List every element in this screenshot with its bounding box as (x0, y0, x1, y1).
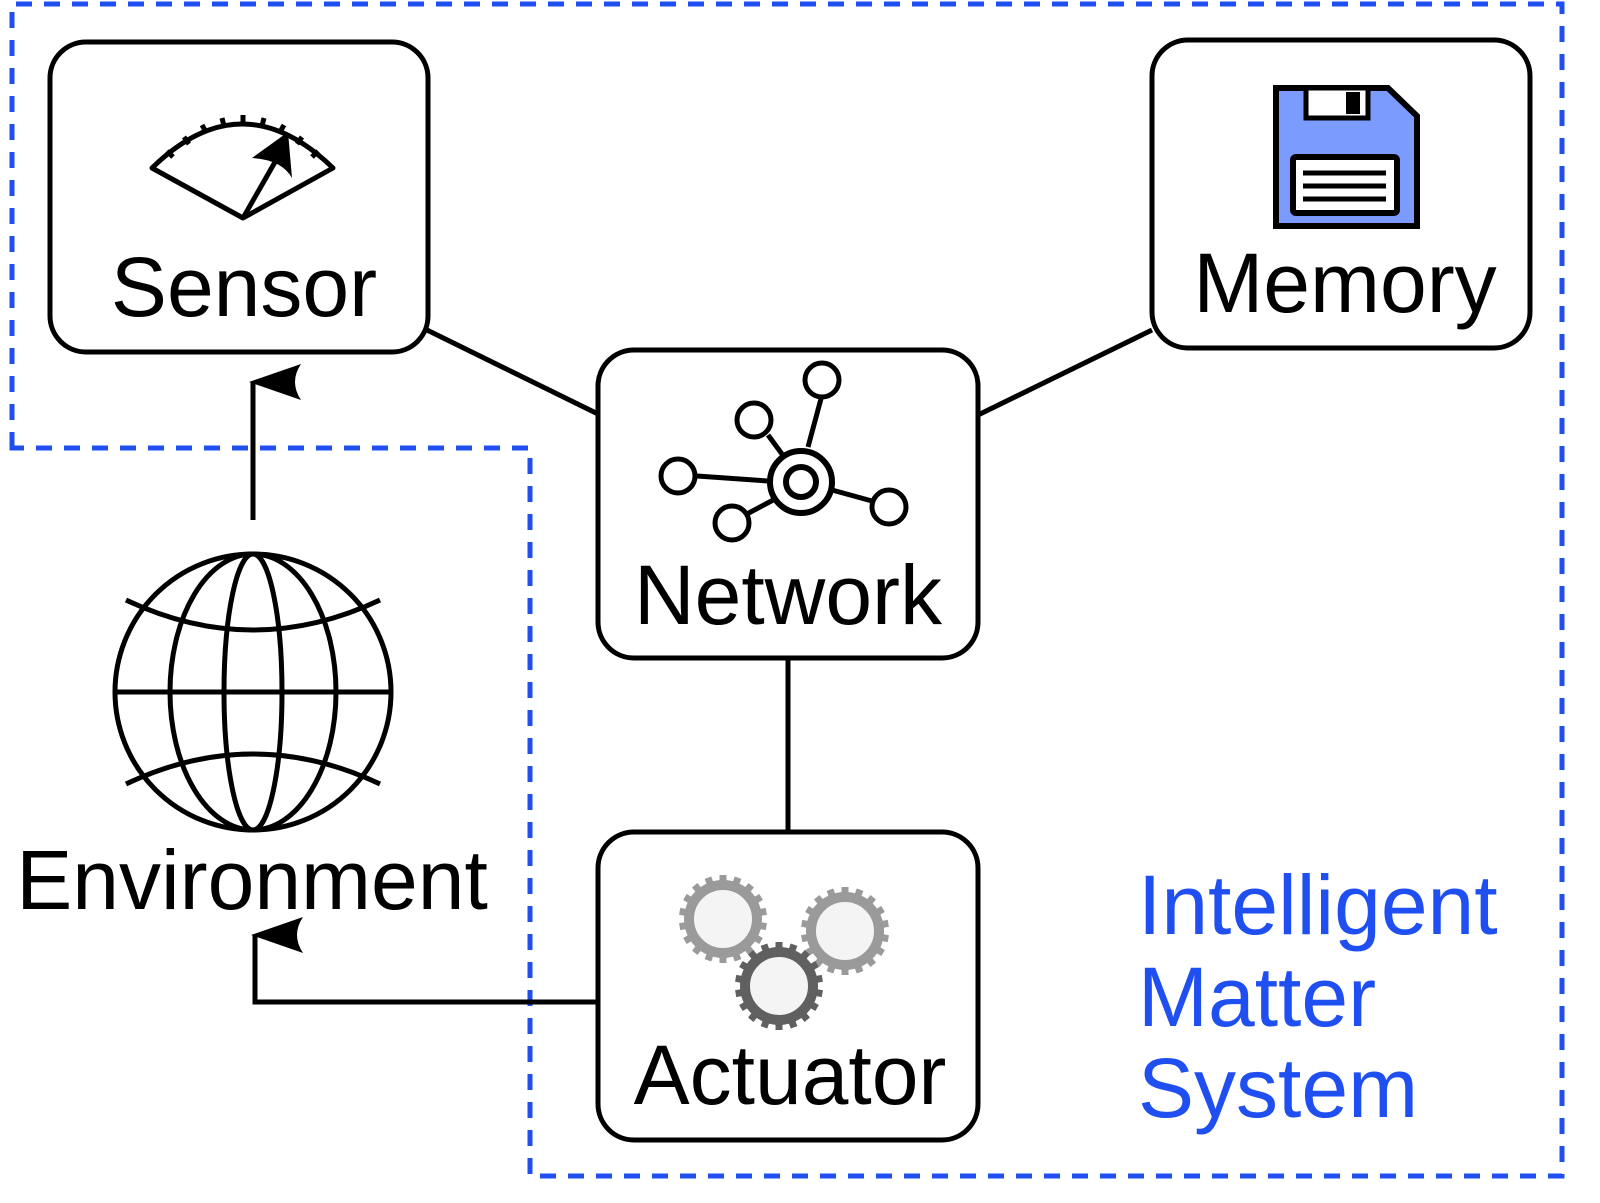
edge-sensor-network (425, 327, 602, 418)
memory-label: Memory (1193, 236, 1496, 330)
gauge-icon (149, 115, 336, 221)
node-network[interactable]: Network (595, 347, 981, 661)
system-label-line-2: Matter (1138, 950, 1376, 1044)
system-label: Intelligent Matter System (1138, 858, 1498, 1135)
node-sensor[interactable]: Sensor (47, 39, 431, 355)
node-environment[interactable]: Environment (16, 551, 488, 927)
gear-icon (679, 875, 767, 963)
network-hub-icon (658, 360, 909, 543)
gears-icon (679, 875, 889, 1030)
network-label: Network (634, 548, 943, 642)
actuator-label: Actuator (634, 1028, 947, 1122)
node-memory[interactable]: Memory (1149, 37, 1533, 351)
system-label-line-1: Intelligent (1138, 858, 1498, 952)
environment-label: Environment (16, 833, 488, 927)
sensor-box (47, 39, 431, 355)
arrow-actuator-to-environment (251, 917, 600, 1005)
gear-icon (735, 942, 823, 1030)
sensor-label: Sensor (111, 240, 377, 334)
system-boundary (9, 1, 1565, 1179)
edge-memory-network (976, 327, 1154, 418)
node-actuator[interactable]: Actuator (595, 829, 981, 1143)
globe-icon (112, 551, 394, 833)
floppy-disk-icon (1273, 85, 1420, 229)
system-label-line-3: System (1138, 1041, 1418, 1135)
gear-icon (801, 887, 889, 975)
